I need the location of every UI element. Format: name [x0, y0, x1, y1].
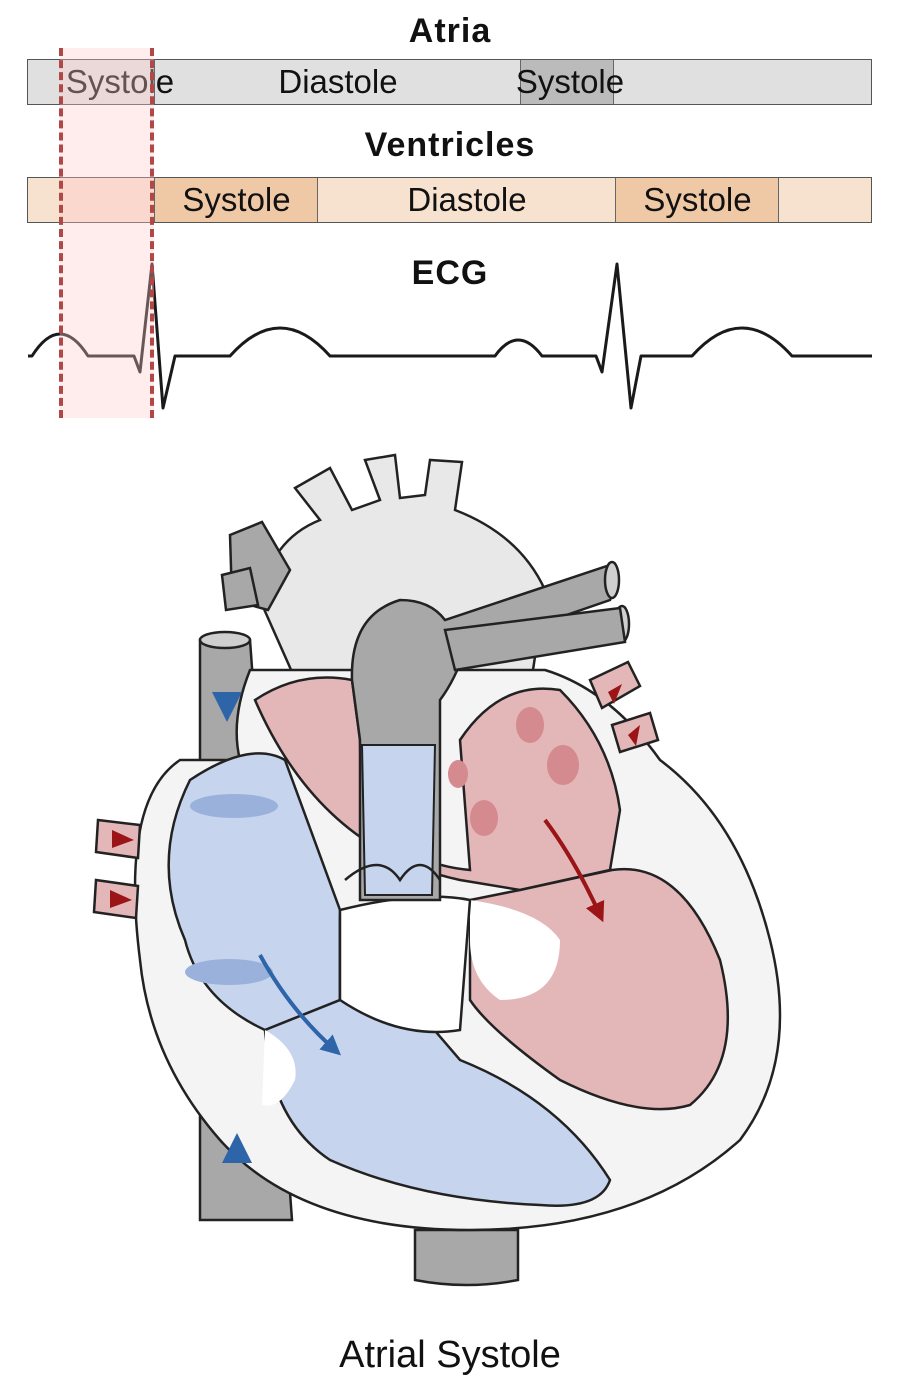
ventricles-heading: Ventricles: [364, 126, 536, 164]
left-atrium-spot: [470, 800, 498, 836]
atria-heading: Atria: [408, 12, 492, 50]
diagram-caption: Atrial Systole: [339, 1334, 561, 1376]
heart-diagram: [92, 453, 782, 1287]
ecg-heading: ECG: [411, 254, 489, 292]
ventricles-segment-systole-2: [616, 178, 779, 222]
atria-segment-systole-1: [28, 60, 155, 104]
left-atrium-spot: [547, 745, 579, 785]
ventricles-segment-diastole-1: [28, 178, 155, 222]
right-outflow-tract: [360, 744, 437, 896]
atria-segment-diastole: [155, 60, 521, 104]
atria-label-systole-2: Systole: [515, 63, 625, 100]
ventricles-label-systole-2: Systole: [643, 181, 752, 218]
tricuspid-valve-opening: [262, 1030, 296, 1106]
septum: [338, 895, 472, 1034]
left-atrium-spot: [448, 760, 468, 788]
atria-timeline-bar: Systole Diastole Systole: [27, 59, 872, 105]
left-atrium-spot: [516, 707, 544, 743]
blood-flow-arrow-red: [543, 818, 605, 923]
atria-label-diastole: Diastole: [278, 63, 398, 100]
right-atrium-opening: [185, 959, 273, 985]
blood-flow-arrow-blue-3: [258, 954, 341, 1056]
ventricles-timeline-bar: Systole Diastole Systole: [27, 177, 872, 223]
mitral-valve-opening: [470, 900, 560, 1000]
ventricles-label-systole-1: Systole: [182, 181, 291, 218]
current-phase-highlight: [60, 48, 154, 418]
atria-segment-systole-2: [521, 60, 614, 104]
phase-end-marker: [150, 48, 154, 418]
ventricles-segment-systole-1: [155, 178, 318, 222]
ecg-waveform: [28, 262, 872, 410]
pulmonary-valve: [344, 863, 442, 883]
ecg-trace: [28, 262, 872, 410]
pulmonary-veins-right: [588, 660, 660, 754]
atria-label-systole-1: Systole: [65, 63, 175, 100]
ventricles-label-diastole: Diastole: [407, 181, 527, 218]
phase-start-marker: [59, 48, 63, 418]
pulmonary-veins-left: [92, 818, 142, 920]
right-atrium-opening: [190, 794, 278, 818]
atria-segment-diastole-2: [614, 60, 870, 104]
ventricles-segment-diastole-2: [318, 178, 616, 222]
descending-aorta: [413, 1228, 520, 1287]
ventricles-segment-diastole-3: [779, 178, 870, 222]
